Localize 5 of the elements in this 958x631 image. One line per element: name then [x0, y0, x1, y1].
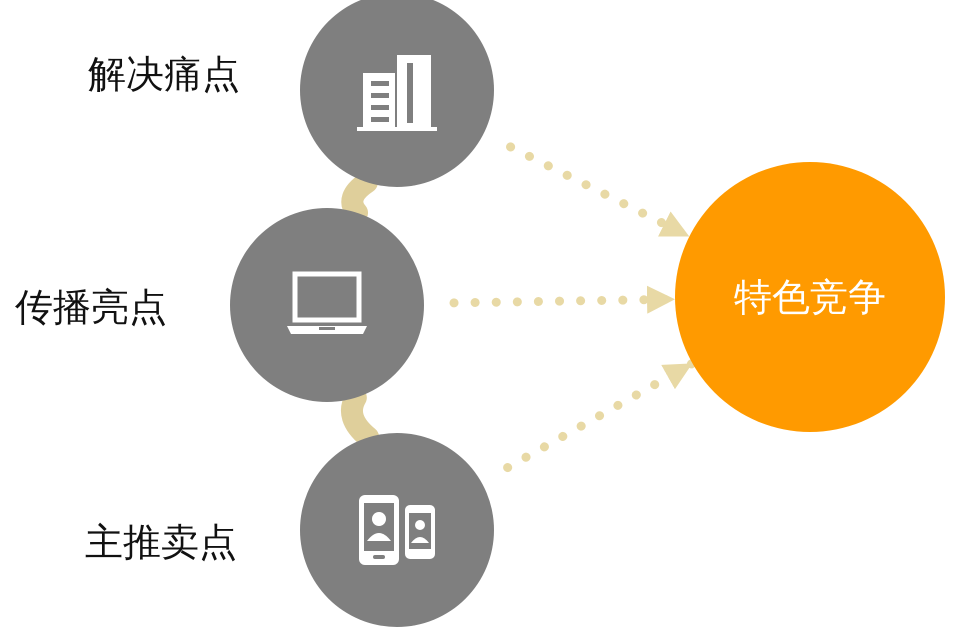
node-caption: 主推卖点 — [85, 520, 237, 566]
node-caption: 传播亮点 — [15, 285, 167, 331]
dotted-arrow — [503, 358, 697, 472]
node-label: 特色竞争 — [734, 274, 886, 320]
node-caption: 解决痛点 — [88, 52, 240, 98]
